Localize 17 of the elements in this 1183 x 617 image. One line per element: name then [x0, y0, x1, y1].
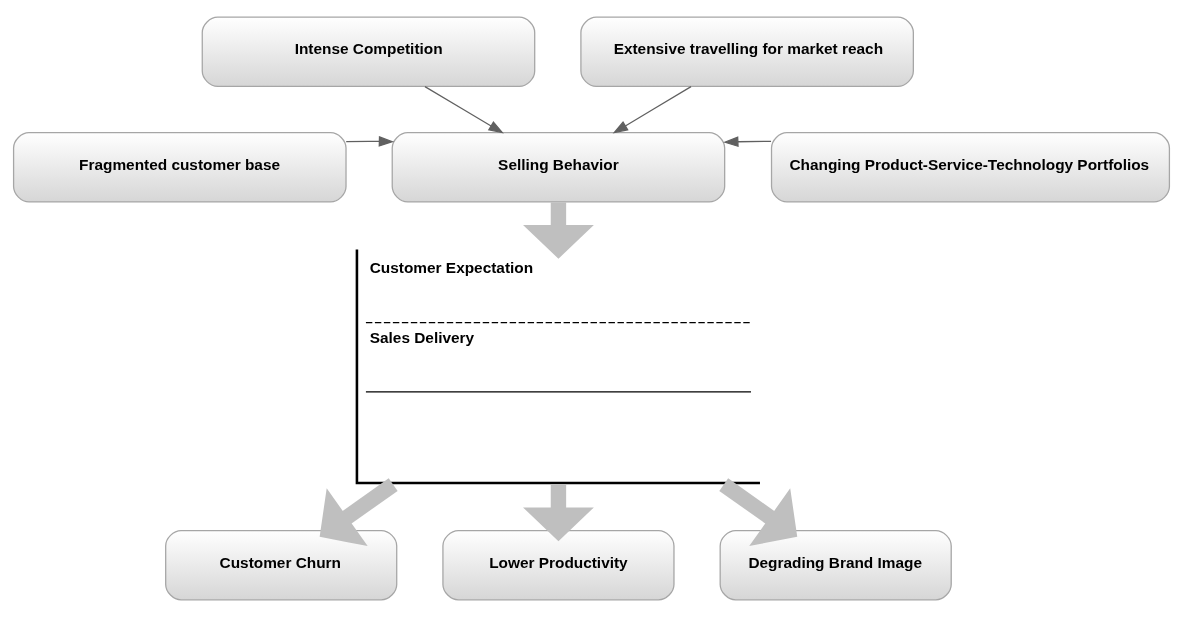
node-box: Intense Competition — [201, 16, 536, 88]
node-box: Selling Behavior — [391, 132, 726, 203]
node-box: Customer Churn — [165, 529, 398, 601]
node-box: Lower Productivity — [442, 529, 675, 601]
arrow — [345, 136, 395, 147]
arrow — [523, 484, 594, 542]
arrow — [523, 202, 594, 259]
arrow — [319, 478, 398, 547]
arrow — [723, 136, 772, 148]
node-box: Degrading Brand Image — [719, 529, 952, 601]
node-box: Changing Product-Service-Technology Portfolios — [770, 132, 1171, 203]
node-text: Customer Expectation Sales Delivery — [369, 259, 534, 346]
arrow — [612, 86, 692, 134]
node-box: Fragmented customer base — [12, 132, 347, 203]
arrow — [719, 478, 798, 547]
node-box: Extensive travelling for market reach — [580, 16, 914, 88]
arrow — [424, 86, 504, 134]
